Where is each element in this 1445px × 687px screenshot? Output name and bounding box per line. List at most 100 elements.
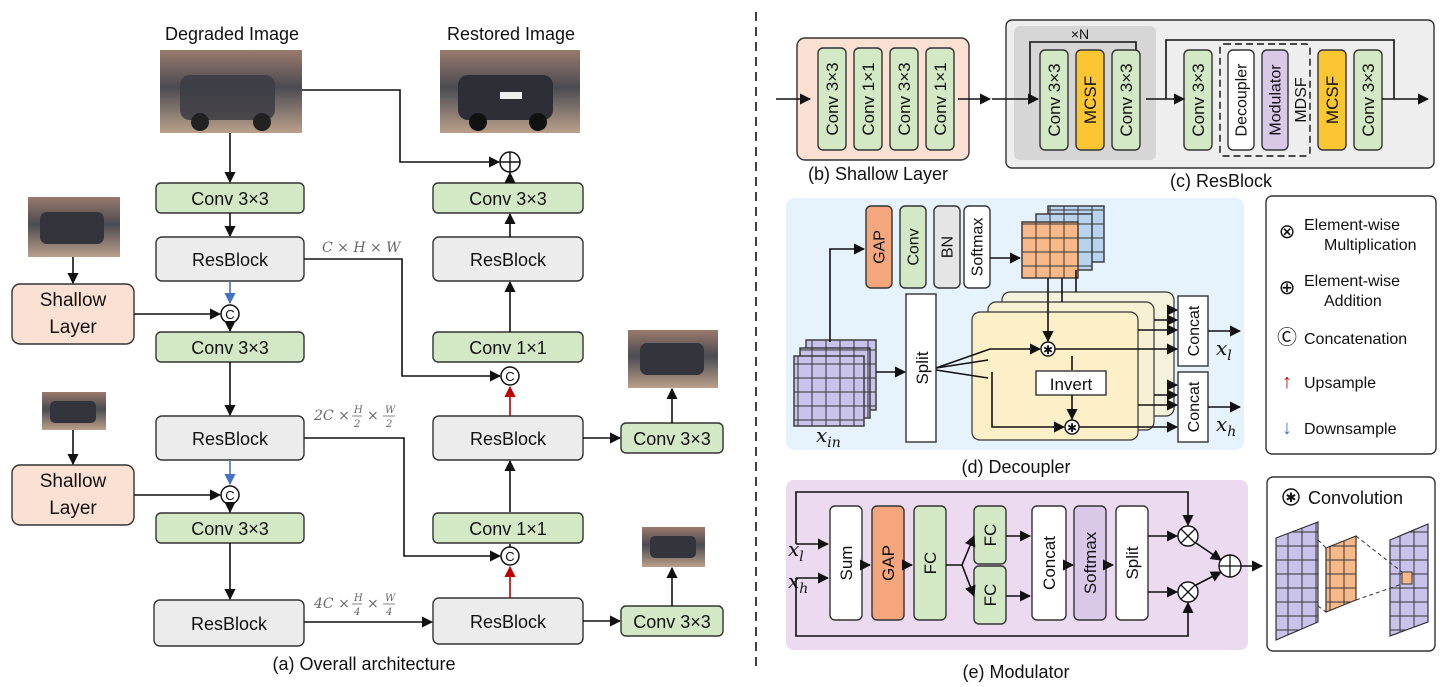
dim-label-3-prefix: 4C × <box>313 596 350 612</box>
resblock-outer-conv-1: Conv 3×3 <box>1183 49 1213 151</box>
split-label: Split <box>913 351 932 384</box>
modulator-op-6: Concat <box>1031 505 1067 621</box>
concat-low-box <box>1177 295 1209 367</box>
dim-label-3-w-den: 4 <box>385 607 392 618</box>
legend-text-5a: Downsample <box>1304 421 1397 438</box>
decoupler-op-gap-label: GAP <box>872 230 889 264</box>
modulator-op-7-label: Softmax <box>1081 531 1100 594</box>
modulator-op-1-label: Sum <box>837 546 856 581</box>
concat-low-label: Concat <box>1186 305 1203 356</box>
shallow-layer-1-label-1: Shallow <box>40 290 107 311</box>
convolution-illustration: ✱ Convolution <box>1266 476 1436 652</box>
shallow-conv-4-label: Conv 1×1 <box>931 62 950 135</box>
panel-a-connections <box>67 89 678 628</box>
modulator-op-8-label: Split <box>1123 546 1142 579</box>
legend-text-1b: Multiplication <box>1324 237 1416 254</box>
concat-high-label: Concat <box>1186 381 1203 432</box>
shallow-layer-2-label-2: Layer <box>49 498 97 519</box>
weight-map-stack <box>1021 205 1105 279</box>
invert-box <box>1035 370 1107 396</box>
modulator-op-3-label: FC <box>921 552 940 575</box>
legend-text-2b: Addition <box>1324 293 1382 310</box>
input-tensor <box>793 339 877 427</box>
resblock-outer-conv-1-label: Conv 3×3 <box>1189 63 1208 136</box>
caption-d: (d) Decoupler <box>961 457 1070 477</box>
legend-symbol-5: ↓ <box>1282 417 1292 439</box>
resblock-inner-1-label: Conv 3×3 <box>1045 63 1064 136</box>
restored-image-label: Restored Image <box>447 24 575 44</box>
svg-text:✱: ✱ <box>1067 421 1077 435</box>
legend-text-4a: Upsample <box>1304 375 1376 392</box>
concat-node-1-label: C <box>225 307 234 322</box>
conv-input-map <box>1275 521 1319 641</box>
dim-label-1: C × H × W <box>322 240 402 256</box>
shallow-conv-2: Conv 1×1 <box>853 47 883 151</box>
shallow-conv-1-label: Conv 3×3 <box>823 62 842 135</box>
resblock-inner-2: MCSF <box>1075 49 1105 151</box>
half-scale-input-image <box>28 197 120 257</box>
dim-label-3: 4C × H 4 × W 4 <box>313 593 396 618</box>
invert-label: Invert <box>1050 375 1093 394</box>
caption-b: (b) Shallow Layer <box>808 164 948 184</box>
dim-label-3-h: H <box>353 593 363 604</box>
decoupler-block: Decoupler <box>1227 49 1255 151</box>
resblock-outer-conv-2-label: Conv 3×3 <box>1359 63 1378 136</box>
svg-text:✱: ✱ <box>1286 490 1297 505</box>
shallow-conv-3: Conv 3×3 <box>889 47 919 151</box>
resblock-outer-conv-2: Conv 3×3 <box>1353 49 1383 151</box>
quarter-scale-input-image <box>42 392 106 430</box>
svg-text:✱: ✱ <box>1043 343 1053 357</box>
legend-text-3a: Concatenation <box>1304 331 1407 348</box>
conv-3x3-decoder-1-label: Conv 3×3 <box>469 189 547 209</box>
conv-3x3-encoder-3-label: Conv 3×3 <box>191 519 269 539</box>
conv-3x3-encoder-2-label: Conv 3×3 <box>191 338 269 358</box>
modulator-block: Modulator <box>1261 49 1289 151</box>
mdsf-label: MDSF <box>1293 77 1310 123</box>
legend-symbol-2: ⊕ <box>1279 277 1296 299</box>
modulator-op-7: Softmax <box>1073 505 1107 621</box>
conv-3x3-side-output-1-label: Conv 3×3 <box>633 429 711 449</box>
legend-symbol-4: ↑ <box>1282 371 1292 393</box>
modulator-op-8: Split <box>1115 505 1149 621</box>
decoupler-op-bn-label: BN <box>940 236 957 258</box>
half-scale-output-image <box>628 330 718 388</box>
modulator-op-3: FC <box>913 505 947 621</box>
decoupler-op-softmax: Softmax <box>963 205 991 289</box>
resblock-encoder-3-label: ResBlock <box>191 614 268 634</box>
mod-x-h-label: xh <box>788 569 808 597</box>
modulator-op-6-label: Concat <box>1040 536 1059 590</box>
dim-label-2-h-den: 2 <box>353 419 360 430</box>
concat-node-3-label: C <box>505 369 514 384</box>
dim-label-2-w-den: 2 <box>385 419 392 430</box>
quarter-scale-output-image <box>642 527 705 567</box>
modulator-op-2-label: GAP <box>879 545 898 581</box>
modulator-op-1: Sum <box>829 505 863 621</box>
resblock-decoder-3-label: ResBlock <box>470 612 547 632</box>
resblock-outer-mcsf: MCSF <box>1317 49 1347 151</box>
svg-text:×: × <box>367 596 379 612</box>
resblock-inner-3: Conv 3×3 <box>1111 49 1141 151</box>
conv-kernel <box>1325 535 1357 613</box>
resblock-inner-1: Conv 3×3 <box>1039 49 1069 151</box>
resblock-outer-mcsf-label: MCSF <box>1323 76 1342 124</box>
shallow-conv-1: Conv 3×3 <box>817 47 847 151</box>
conv-1x1-decoder-1-label: Conv 1×1 <box>469 338 547 358</box>
legend-item-5: ↓ Downsample <box>1282 417 1397 439</box>
conv-1x1-decoder-1 <box>432 331 584 363</box>
resblock-encoder-1-label: ResBlock <box>192 250 269 270</box>
convolution-label: Convolution <box>1308 488 1403 508</box>
decoupler-op-conv: Conv <box>899 205 927 289</box>
x-h-label: xh <box>1216 412 1236 440</box>
shallow-conv-3-label: Conv 3×3 <box>895 62 914 135</box>
panel-overall-architecture: Degraded Image Restored Image <box>11 24 724 674</box>
conv-3x3-side-output-2-label: Conv 3×3 <box>633 612 711 632</box>
decoupler-block-label: Decoupler <box>1234 63 1251 137</box>
legend-text-1a: Element-wise <box>1304 217 1400 234</box>
decoupler-op-bn: BN <box>933 205 961 289</box>
repeat-label: ×N <box>1071 26 1089 42</box>
